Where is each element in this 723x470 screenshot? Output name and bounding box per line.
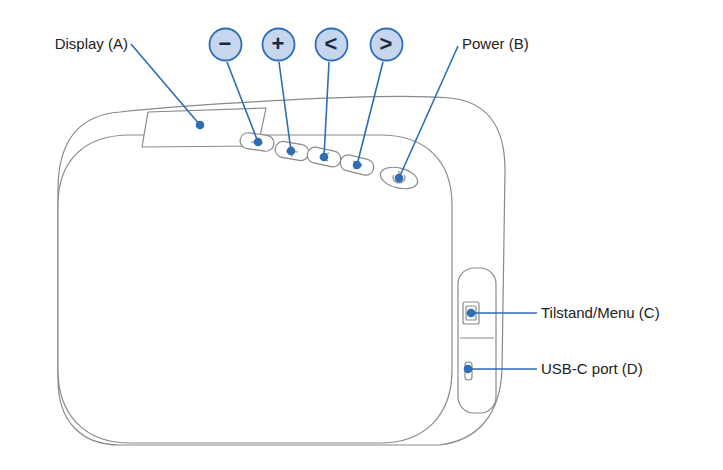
button-symbol: > (380, 33, 393, 55)
leader-dot (288, 148, 295, 155)
button-mark (353, 161, 362, 169)
leader-line (399, 46, 458, 178)
minus-button (239, 132, 275, 153)
button-symbol: − (219, 33, 232, 55)
circle-shape (209, 28, 241, 60)
part-label: USB-C port (D) (541, 360, 643, 378)
button-symbol: + (272, 33, 285, 55)
leader-dot (465, 366, 472, 373)
circle-shape (262, 28, 294, 60)
button-symbol: < (325, 33, 338, 55)
leader-dot (321, 154, 328, 161)
leader-dot (197, 122, 204, 129)
callout-circle: + (261, 27, 296, 62)
callout-circle: − (208, 27, 243, 62)
front-grille (58, 135, 452, 443)
leader-line (468, 368, 537, 370)
part-label: Display (A) (55, 35, 128, 53)
button-mark (393, 171, 405, 183)
speaker-body (58, 96, 505, 445)
leader-line (471, 312, 537, 314)
plus-button (274, 140, 310, 162)
leader-dot (354, 162, 361, 169)
side-panel (458, 268, 496, 413)
usb-c-socket (465, 362, 472, 380)
power-button (378, 164, 420, 193)
circle-shape (315, 28, 347, 60)
leader-dot (468, 310, 475, 317)
leader-line (131, 44, 200, 125)
part-label: Power (B) (462, 35, 529, 53)
callout-circle: < (314, 27, 349, 62)
leader-dot (396, 175, 403, 182)
button-mark (320, 153, 329, 161)
leader-dot (255, 139, 262, 146)
panel-divider (460, 337, 494, 338)
button-mark (286, 146, 298, 157)
button-mark (466, 306, 476, 320)
part-label: Tilstand/Menu (C) (541, 304, 660, 322)
leader-line (324, 62, 329, 157)
leader-line (227, 62, 258, 142)
circle-shape (370, 28, 402, 60)
next-button (339, 153, 376, 177)
leader-line (279, 62, 291, 151)
leader-line (357, 62, 383, 165)
callout-circle: > (369, 27, 404, 62)
